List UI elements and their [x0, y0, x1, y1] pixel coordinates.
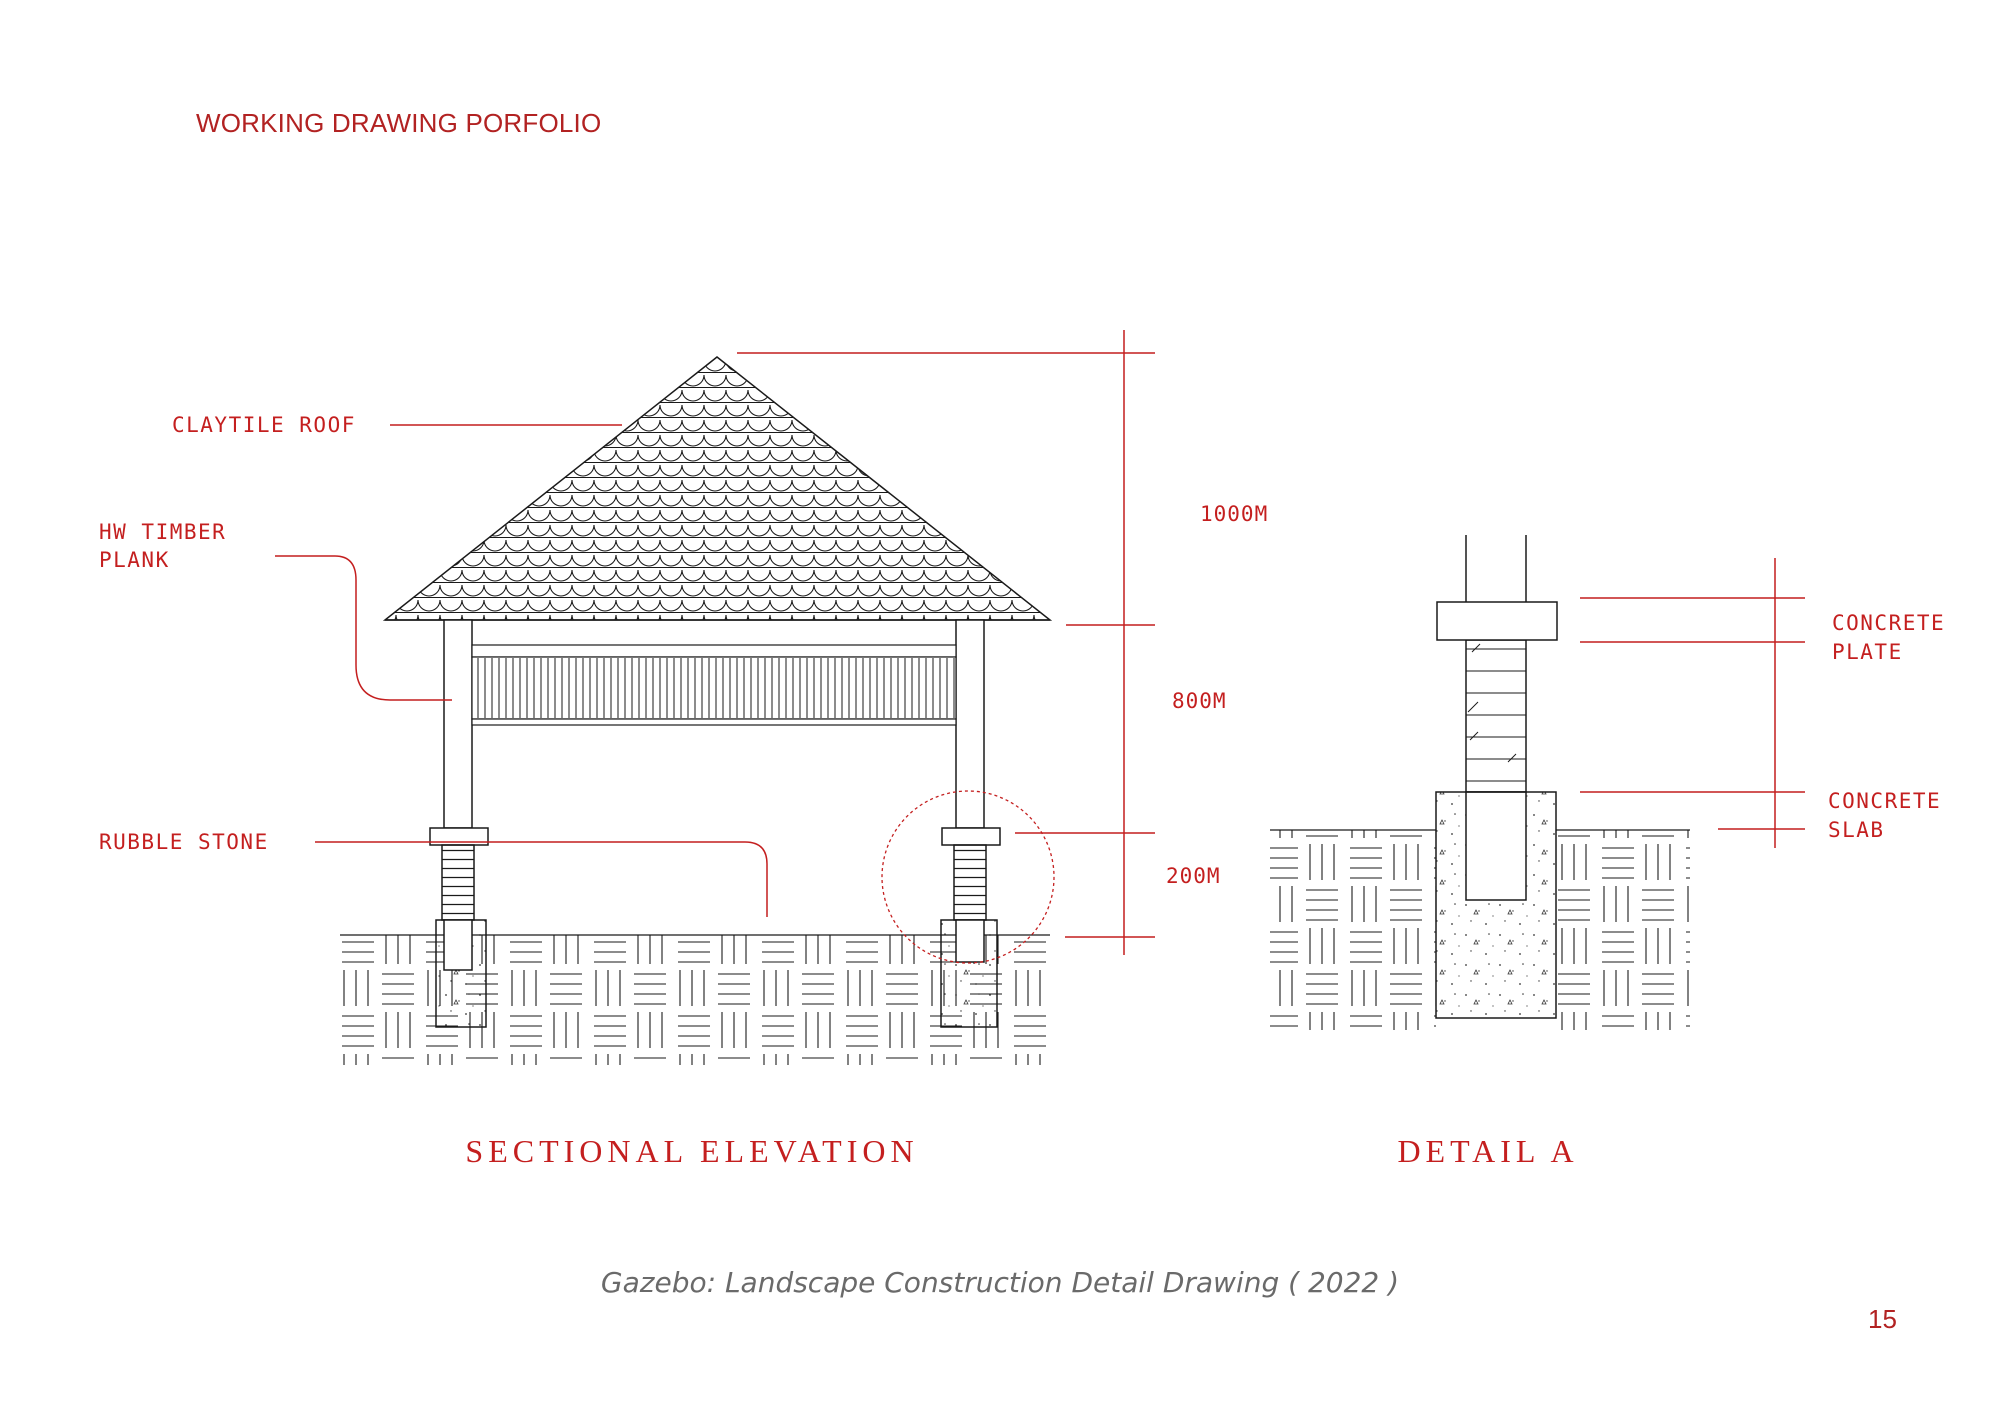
page-number: 15	[1868, 1304, 1897, 1334]
label-hw-timber-line1: HW TIMBER	[99, 520, 226, 544]
page-header-title: WORKING DRAWING PORFOLIO	[196, 108, 602, 138]
detail-concrete-plate	[1436, 601, 1558, 641]
timber-slats	[477, 658, 955, 718]
label-claytile-roof: CLAYTILE ROOF	[172, 413, 356, 437]
label-concrete-plate-line1: CONCRETE	[1832, 611, 1945, 635]
detail-post-embed	[1465, 791, 1527, 901]
hw-timber-leader	[275, 555, 452, 701]
label-concrete-slab-line2: SLAB	[1828, 818, 1885, 842]
detail-a: CONCRETE PLATE CONCRETE SLAB DETAIL A	[1270, 535, 1945, 1169]
left-post	[443, 619, 473, 829]
dimension-lines	[737, 330, 1155, 955]
right-post	[955, 619, 985, 829]
sectional-elevation: CLAYTILE ROOF HW TIMBER PLANK RUBBLE STO…	[99, 330, 1268, 1169]
label-concrete-plate-line2: PLATE	[1832, 640, 1903, 664]
dimension-base: 200M	[1166, 864, 1221, 888]
detail-a-callout-circle	[881, 790, 1055, 964]
figure-caption: Gazebo: Landscape Construction Detail Dr…	[600, 1266, 1400, 1299]
right-concrete-plate	[941, 827, 1001, 846]
rubble-stone-leader	[315, 841, 768, 917]
dimension-roof: 1000M	[1200, 502, 1268, 526]
title-detail-a: DETAIL A	[1397, 1133, 1578, 1169]
detail-ground-left	[1270, 830, 1436, 1030]
right-footing	[940, 919, 998, 1028]
detail-rubble-stone	[1465, 639, 1527, 793]
label-rubble-stone: RUBBLE STONE	[99, 830, 269, 854]
right-rubble-stone	[953, 844, 987, 921]
detail-ground-right	[1556, 830, 1690, 1030]
label-hw-timber-line2: PLANK	[99, 548, 170, 572]
dimension-wall: 800M	[1172, 689, 1227, 713]
left-rubble-stone	[441, 844, 475, 921]
title-sectional-elevation: SECTIONAL ELEVATION	[465, 1133, 918, 1169]
detail-dimension-lines	[1580, 558, 1805, 848]
hw-timber-plank	[471, 644, 957, 658]
label-concrete-slab-line1: CONCRETE	[1828, 789, 1941, 813]
claytile-roof	[382, 356, 1053, 621]
